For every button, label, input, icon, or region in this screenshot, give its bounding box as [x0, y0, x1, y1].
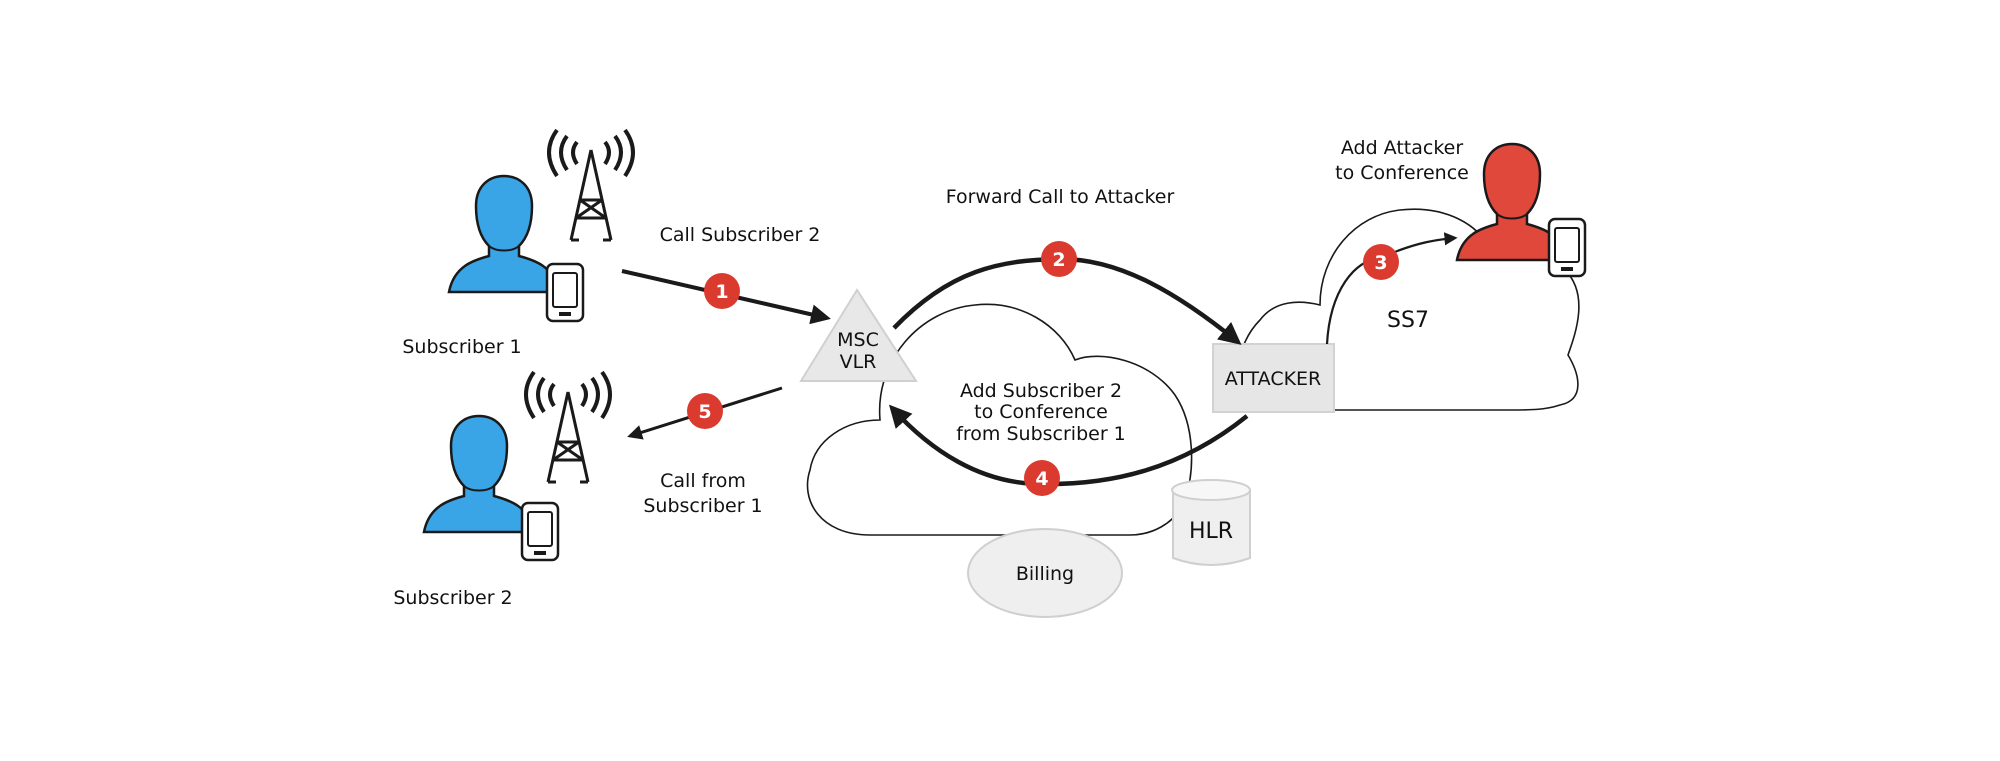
step-3-label-line-2: to Conference [1335, 162, 1469, 184]
cell-tower-icon [524, 370, 612, 484]
vlr-label: VLR [840, 351, 877, 373]
step-4-label-line-2: to Conference [974, 401, 1108, 423]
step-5-label-line-2: Subscriber 1 [643, 495, 762, 517]
step-badge-4: 4 [1024, 460, 1060, 496]
step-2-label: Forward Call to Attacker [946, 186, 1175, 208]
subscriber-1-label: Subscriber 1 [402, 336, 521, 358]
subscriber-2: Subscriber 2 [393, 370, 612, 609]
subscriber-1: Subscriber 1 [402, 128, 635, 358]
step-4-label-line-1: Add Subscriber 2 [960, 380, 1122, 402]
step-1-label: Call Subscriber 2 [660, 224, 821, 246]
step-badge-3: 3 [1363, 244, 1399, 280]
mobile-phone-icon [545, 262, 585, 323]
svg-text:2: 2 [1052, 249, 1065, 271]
svg-text:5: 5 [698, 401, 711, 423]
person-icon [1455, 142, 1569, 262]
svg-text:1: 1 [715, 281, 728, 303]
hlr-database-icon: HLR [1171, 479, 1251, 566]
subscriber-2-label: Subscriber 2 [393, 587, 512, 609]
billing-node: Billing [967, 528, 1123, 618]
person-icon [422, 414, 536, 534]
cell-tower-icon [547, 128, 635, 242]
msc-vlr-node: MSC VLR [799, 288, 918, 382]
svg-text:4: 4 [1035, 468, 1048, 490]
step-5-label-line-1: Call from [660, 470, 746, 492]
mobile-phone-icon [520, 501, 560, 562]
hlr-label: HLR [1189, 519, 1233, 544]
svg-text:3: 3 [1374, 252, 1387, 274]
ss7-label: SS7 [1387, 308, 1429, 333]
step-4-label-line-3: from Subscriber 1 [956, 423, 1126, 445]
step-3-label-line-1: Add Attacker [1341, 137, 1463, 159]
attacker-box-label: ATTACKER [1225, 368, 1322, 390]
person-icon [447, 174, 561, 294]
step-badge-5: 5 [687, 393, 723, 429]
msc-label: MSC [837, 329, 879, 351]
mobile-phone-icon [1547, 217, 1587, 278]
billing-label: Billing [1016, 563, 1074, 585]
attacker-node: ATTACKER [1212, 343, 1335, 413]
step-badge-1: 1 [704, 273, 740, 309]
attacker [1455, 142, 1587, 278]
step-badge-2: 2 [1041, 241, 1077, 277]
